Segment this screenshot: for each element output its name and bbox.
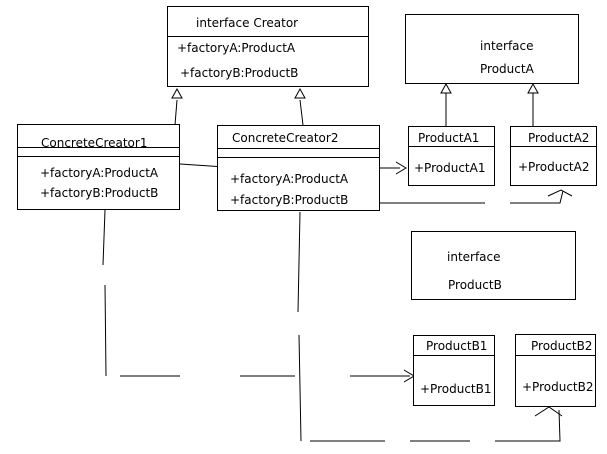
creator-divider (168, 36, 368, 37)
product-a2-title: ProductA2 (528, 131, 590, 145)
product-b1-title: ProductB1 (426, 339, 488, 353)
product-a-interface-name: ProductA (480, 62, 534, 76)
creator-title: interface Creator (196, 16, 299, 30)
concrete-creator-1-method-a: +factoryA:ProductA (40, 166, 159, 180)
product-b1-box: ProductB1 +ProductB1 (413, 335, 495, 406)
product-a1-box: ProductA1 +ProductA1 (408, 126, 495, 186)
inherit-arrow-creator2 (294, 87, 306, 99)
product-b-interface-box: interface ProductB (411, 231, 576, 300)
product-a2-divider (511, 146, 596, 147)
product-a1-member: +ProductA1 (414, 161, 486, 175)
concrete-creator-1-title: ConcreteCreator1 (41, 136, 148, 150)
inherit-line-creator2 (299, 99, 304, 126)
product-a1-divider (409, 146, 494, 147)
creator-method-a: +factoryA:ProductA (177, 41, 296, 55)
creator-class-box: interface Creator +factoryA:ProductA +fa… (167, 6, 369, 87)
concrete-creator-1-divider-top (18, 147, 179, 148)
product-b-interface-keyword: interface (447, 250, 501, 264)
product-b1-divider (414, 355, 494, 356)
product-b-interface-name: ProductB (448, 278, 502, 292)
product-b2-member: +ProductB2 (522, 380, 594, 394)
concrete-creator-2-box: ConcreteCreator2 +factoryA:ProductA +fac… (217, 125, 380, 211)
dep-arrow-a1 (395, 161, 407, 175)
product-b2-title: ProductB2 (531, 339, 593, 353)
concrete-creator-2-title: ConcreteCreator2 (232, 131, 339, 145)
product-a1-title: ProductA1 (418, 131, 480, 145)
product-b1-member: +ProductB1 (420, 382, 492, 396)
concrete-creator-2-method-b: +factoryB:ProductB (230, 193, 349, 207)
product-b2-box: ProductB2 +ProductB2 (515, 334, 596, 407)
inherit-line-creator1 (174, 99, 178, 126)
dep-creator2-a2 (380, 190, 564, 204)
product-a-interface-keyword: interface (480, 39, 534, 53)
concrete-creator-2-method-a: +factoryA:ProductA (230, 172, 349, 186)
product-b2-divider (516, 355, 595, 356)
concrete-creator-1-divider-bottom (18, 156, 179, 157)
creator-method-b: +factoryB:ProductB (180, 66, 299, 80)
concrete-creator-2-divider-bottom (218, 157, 379, 158)
dep-creator1-b1 (102, 209, 410, 377)
inherit-arrow-a1 (440, 82, 452, 94)
product-a2-box: ProductA2 +ProductA2 (510, 126, 597, 186)
dep-arrow-a2 (547, 189, 573, 197)
product-a-interface-box: interface ProductA (405, 14, 579, 84)
inherit-arrow-a2 (527, 82, 539, 94)
inherit-arrow-creator1 (171, 87, 183, 99)
concrete-creator-1-box: ConcreteCreator1 +factoryA:ProductA +fac… (17, 124, 180, 210)
dep-arrow-b2 (534, 406, 563, 417)
concrete-creator-1-method-b: +factoryB:ProductB (40, 186, 159, 200)
product-a2-member: +ProductA2 (518, 160, 590, 174)
concrete-creator-2-divider-top (218, 148, 379, 149)
